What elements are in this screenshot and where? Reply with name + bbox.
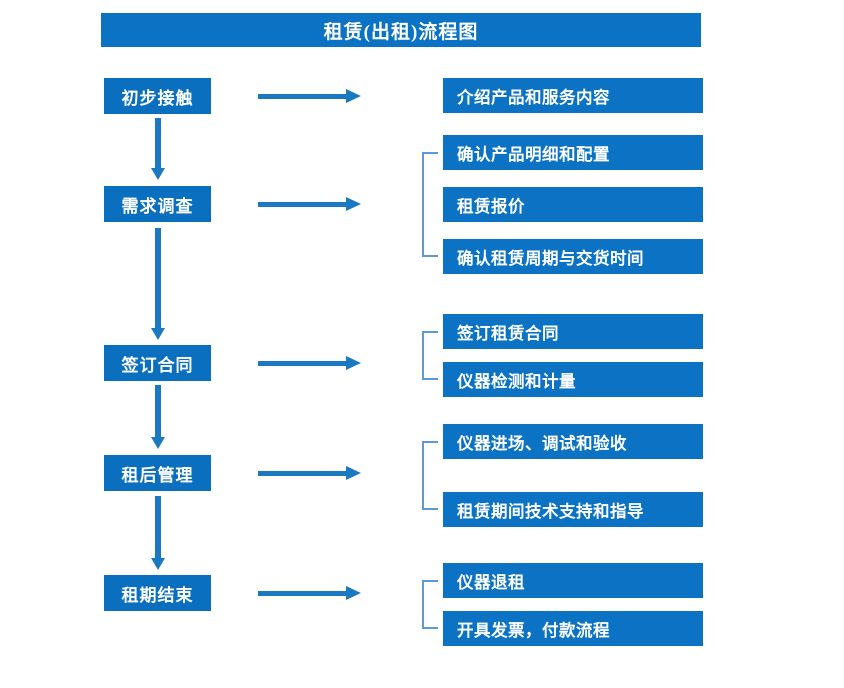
stage-box-5[interactable]: 租期结束 <box>104 575 211 611</box>
horizontal-arrow-1 <box>258 89 363 103</box>
horizontal-arrow-4 <box>258 466 363 480</box>
horizontal-arrow-3 <box>258 356 363 370</box>
detail-box-10[interactable]: 开具发票，付款流程 <box>443 611 703 646</box>
detail-box-6[interactable]: 仪器检测和计量 <box>443 362 703 397</box>
horizontal-arrow-2 <box>258 197 363 211</box>
group-bracket-5 <box>422 580 438 629</box>
detail-box-2[interactable]: 确认产品明细和配置 <box>443 135 703 170</box>
detail-box-5[interactable]: 签订租赁合同 <box>443 314 703 349</box>
vertical-arrow-1 <box>151 118 165 180</box>
detail-box-9[interactable]: 仪器退租 <box>443 563 703 598</box>
stage-box-3[interactable]: 签订合同 <box>104 345 211 381</box>
detail-box-7[interactable]: 仪器进场、调试和验收 <box>443 424 703 459</box>
vertical-arrow-3 <box>151 385 165 449</box>
detail-box-1[interactable]: 介绍产品和服务内容 <box>443 78 703 113</box>
horizontal-arrow-5 <box>258 586 363 600</box>
vertical-arrow-4 <box>151 496 165 570</box>
detail-box-4[interactable]: 确认租赁周期与交货时间 <box>443 239 703 274</box>
detail-box-3[interactable]: 租赁报价 <box>443 187 703 222</box>
vertical-arrow-2 <box>151 228 165 340</box>
detail-box-8[interactable]: 租赁期间技术支持和指导 <box>443 492 703 527</box>
stage-box-4[interactable]: 租后管理 <box>104 455 211 491</box>
group-bracket-3 <box>422 331 438 380</box>
group-bracket-4 <box>422 441 438 510</box>
stage-box-1[interactable]: 初步接触 <box>104 78 211 114</box>
group-bracket-2 <box>422 152 438 257</box>
page-title: 租赁(出租)流程图 <box>101 13 701 47</box>
stage-box-2[interactable]: 需求调查 <box>104 186 211 222</box>
